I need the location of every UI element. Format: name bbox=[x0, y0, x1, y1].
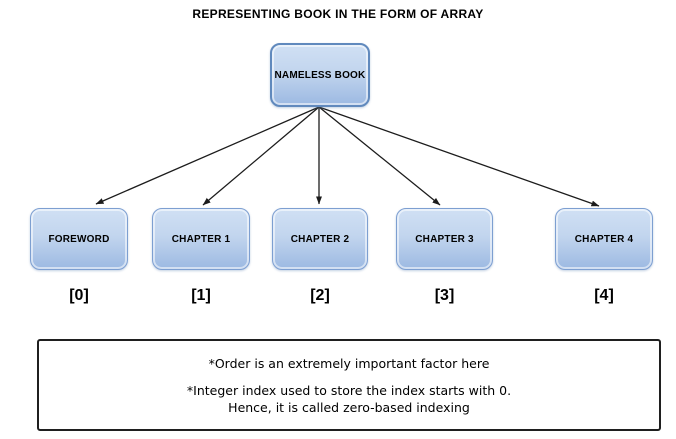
arrow-to-foreword bbox=[95, 106, 320, 205]
node-foreword: FOREWORD bbox=[30, 208, 128, 270]
note-line-2: *Integer index used to store the index s… bbox=[186, 383, 512, 398]
node-chapter-3-label: CHAPTER 3 bbox=[415, 233, 474, 245]
node-nameless-book-label: NAMELESS BOOK bbox=[274, 69, 366, 81]
node-chapter-2: CHAPTER 2 bbox=[272, 208, 368, 270]
node-chapter-4: CHAPTER 4 bbox=[555, 208, 653, 270]
node-foreword-label: FOREWORD bbox=[48, 233, 110, 245]
arrow-to-chapter-1 bbox=[202, 106, 320, 206]
node-chapter-1-label: CHAPTER 1 bbox=[171, 233, 231, 245]
note-line-3: Hence, it is called zero-based indexing bbox=[228, 400, 470, 415]
arrow-to-chapter-4 bbox=[318, 106, 600, 207]
node-nameless-book: NAMELESS BOOK bbox=[270, 43, 370, 107]
index-label-0: [0] bbox=[69, 287, 89, 304]
index-label-4: [4] bbox=[594, 287, 614, 304]
index-label-2: [2] bbox=[310, 287, 330, 304]
node-chapter-1: CHAPTER 1 bbox=[152, 208, 250, 270]
node-chapter-4-label: CHAPTER 4 bbox=[574, 233, 634, 245]
node-chapter-2-label: CHAPTER 2 bbox=[290, 233, 350, 245]
index-label-1: [1] bbox=[191, 287, 211, 304]
note-line-1: *Order is an extremely important factor … bbox=[208, 356, 490, 371]
notes-box: *Order is an extremely important factor … bbox=[37, 339, 661, 431]
page-title: REPRESENTING BOOK IN THE FORM OF ARRAY bbox=[192, 7, 484, 21]
arrow-to-chapter-3 bbox=[318, 106, 441, 206]
node-chapter-3: CHAPTER 3 bbox=[396, 208, 493, 270]
index-label-3: [3] bbox=[434, 287, 455, 304]
